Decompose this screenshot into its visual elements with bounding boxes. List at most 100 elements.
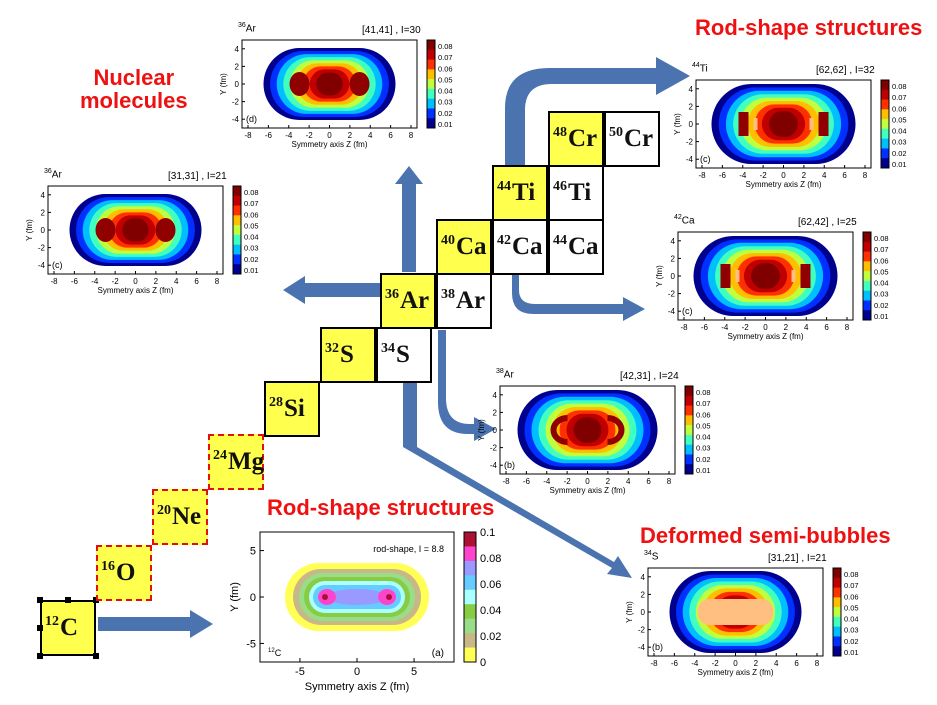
colorbar-frame (832, 567, 842, 657)
selection-handle[interactable] (37, 625, 43, 631)
x-tick-label: -6 (701, 323, 709, 332)
x-axis-label: Symmetry axis Z (fm) (698, 668, 774, 677)
y-tick-label: 2 (689, 102, 694, 111)
colorbar-swatch (833, 597, 841, 608)
nuclide-cell-46ti[interactable]: 46Ti (548, 165, 604, 221)
x-tick-label: 8 (863, 171, 868, 180)
nuclide-label: 24Mg (213, 448, 265, 475)
nuclide-cell-44ti[interactable]: 44Ti (492, 165, 548, 221)
x-axis-label: Symmetry axis Z (fm) (305, 681, 410, 693)
colorbar-frame (426, 39, 436, 129)
selection-handle[interactable] (65, 597, 71, 603)
colorbar-swatch (685, 405, 693, 416)
plot-nucleus-label: 12C (268, 648, 282, 658)
colorbar-swatch (427, 88, 435, 100)
colorbar-swatch (881, 148, 889, 159)
colorbar-label: 0 (480, 657, 486, 669)
nuclide-label: 42Ca (497, 233, 543, 260)
selection-handle[interactable] (93, 653, 99, 659)
colorbar-label: 0.08 (892, 82, 907, 91)
colorbar-label: 0.08 (696, 388, 711, 397)
colorbar-swatch (464, 633, 476, 649)
x-tick-label: -6 (265, 131, 273, 140)
colorbar-label: 0.05 (696, 421, 711, 430)
nuclide-label: 44Ti (497, 179, 536, 206)
y-tick-label: -4 (232, 115, 240, 124)
selection-handle[interactable] (37, 653, 43, 659)
density-peak (720, 264, 731, 288)
y-tick-label: 2 (235, 62, 240, 71)
y-tick-label: 0 (671, 272, 676, 281)
colorbar-label: 0.06 (696, 410, 711, 419)
plot-config-label: [41,41] , I=30 (362, 25, 421, 36)
nuclide-cell-38ar[interactable]: 38Ar (436, 273, 492, 329)
x-tick-label: 0 (327, 131, 332, 140)
nuclide-cell-34s[interactable]: 34S (376, 327, 432, 383)
nuclide-cell-16o[interactable]: 16O (96, 545, 152, 601)
x-tick-label: -2 (712, 659, 720, 668)
colorbar-swatch (233, 244, 241, 255)
y-tick-label: 4 (41, 191, 46, 200)
colorbar-label: 0.07 (438, 53, 453, 62)
colorbar-swatch (863, 300, 871, 311)
x-tick-label: -2 (564, 477, 572, 486)
colorbar-swatch (427, 69, 435, 80)
colorbar-label: 0.06 (892, 104, 907, 113)
panel-label: (b) (652, 642, 663, 652)
nuclide-label: 46Ti (553, 179, 592, 206)
density-peak (155, 218, 176, 242)
x-tick-label: -6 (719, 171, 727, 180)
panel-label: (c) (52, 260, 63, 270)
y-tick-label: -4 (490, 461, 498, 470)
selection-handle[interactable] (37, 597, 43, 603)
x-tick-label: 6 (842, 171, 847, 180)
x-tick-label: -8 (50, 277, 58, 286)
y-axis-label: Y (fm) (229, 582, 241, 612)
nuclide-cell-48cr[interactable]: 48Cr (548, 111, 604, 167)
x-tick-label: -4 (691, 659, 699, 668)
x-tick-label: -4 (543, 477, 551, 486)
nuclide-cell-40ca[interactable]: 40Ca (436, 219, 492, 275)
nuclide-cell-24mg[interactable]: 24Mg (208, 434, 264, 490)
colorbar-swatch (685, 454, 693, 465)
colorbar-swatch (881, 99, 889, 110)
colorbar-swatch (233, 195, 241, 207)
x-tick-label: 0 (585, 477, 590, 486)
density-peak (289, 72, 310, 96)
colorbar-label: 0.03 (874, 290, 889, 299)
colorbar-label: 0.04 (844, 615, 859, 624)
nuclide-cell-42ca[interactable]: 42Ca (492, 219, 548, 275)
colorbar-label: 0.08 (438, 42, 453, 51)
nuclide-cell-28si[interactable]: 28Si (264, 381, 320, 437)
density-peak (818, 112, 829, 136)
nuclide-cell-32s[interactable]: 32S (320, 327, 376, 383)
nuclide-cell-36ar[interactable]: 36Ar (380, 273, 436, 329)
nuclide-cell-44ca[interactable]: 44Ca (548, 219, 604, 275)
y-tick-label: 0 (689, 120, 694, 129)
colorbar-label: 0.04 (696, 433, 711, 442)
colorbar-label: 0.08 (244, 188, 259, 197)
x-axis-label: Symmetry axis Z (fm) (728, 332, 804, 341)
colorbar-label: 0.01 (696, 466, 711, 475)
colorbar-label: 0.02 (438, 109, 453, 118)
colorbar-swatch (833, 646, 841, 657)
nuclide-cell-50cr[interactable]: 50Cr (604, 111, 660, 167)
nuclide-cell-12c[interactable]: 12C (40, 600, 96, 656)
colorbar-label: 0.03 (844, 626, 859, 635)
x-tick-label: 4 (804, 323, 809, 332)
plot-nucleus-label: 34S (644, 550, 659, 563)
y-axis-label: Y (fm) (219, 73, 228, 95)
contour-level (573, 417, 602, 443)
nuclide-cell-20ne[interactable]: 20Ne (152, 489, 208, 545)
density-dip (791, 270, 796, 282)
colorbar-label: 0.05 (844, 603, 859, 612)
colorbar-label: 0.03 (892, 138, 907, 147)
colorbar-swatch (881, 89, 889, 101)
y-tick-label: 2 (671, 254, 676, 263)
colorbar-frame (880, 79, 890, 169)
y-tick-label: -4 (38, 261, 46, 270)
nuclide-label: 16O (101, 559, 136, 586)
colorbar-label: 0.05 (892, 115, 907, 124)
